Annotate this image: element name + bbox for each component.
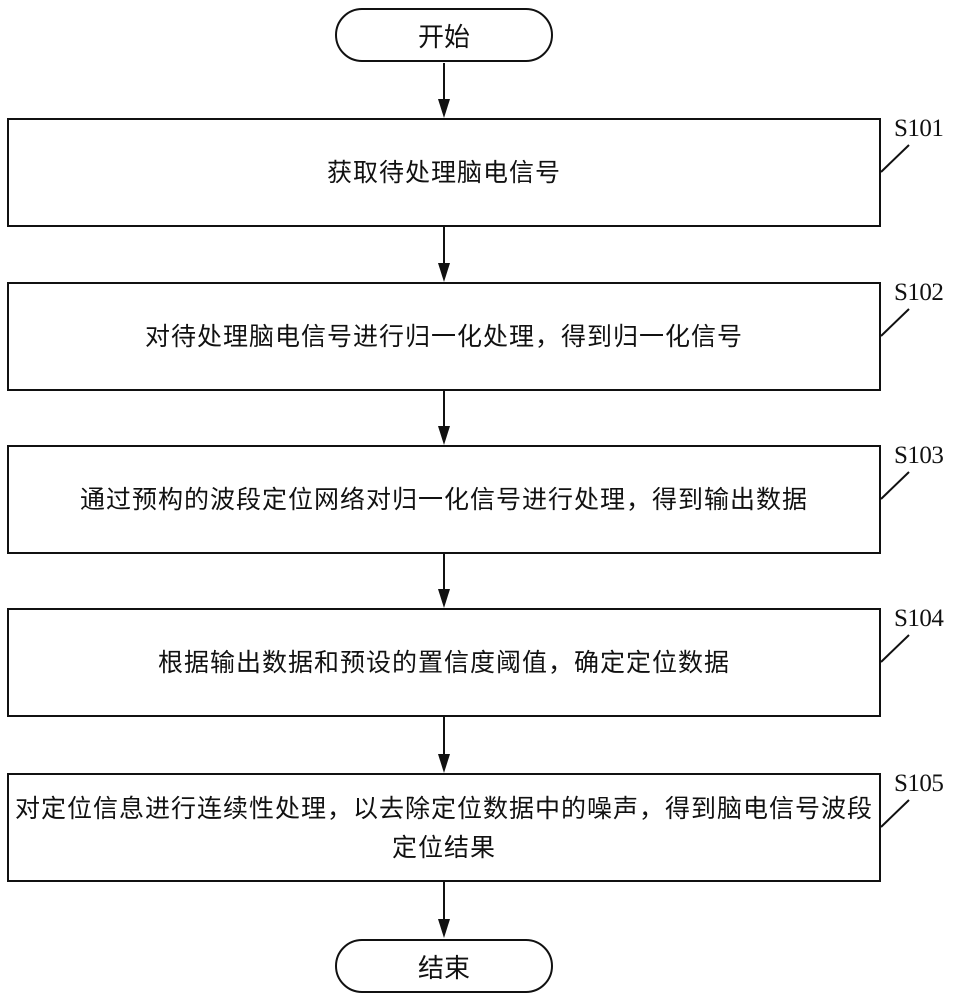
step-text: 对定位信息进行连续性处理，以去除定位数据中的噪声，得到脑电信号波段定位结果 [14,793,873,862]
leader-line-s104 [880,634,910,663]
arrowhead-icon [438,99,450,118]
step-box-s105: 对定位信息进行连续性处理，以去除定位数据中的噪声，得到脑电信号波段定位结果 [7,773,881,882]
end-terminal: 结束 [335,939,553,993]
arrow-s104-to-s105 [438,717,450,773]
step-text: 获取待处理脑电信号 [326,158,561,187]
arrowhead-icon [438,426,450,445]
arrowhead-icon [438,919,450,938]
start-label: 开始 [417,22,470,53]
leader-line-s105 [880,799,910,828]
step-text: 对待处理脑电信号进行归一化处理，得到归一化信号 [144,322,743,351]
arrowhead-icon [438,263,450,282]
step-box-s101: 获取待处理脑电信号 [7,118,881,227]
arrow-s105-to-end [438,882,450,938]
start-terminal: 开始 [335,8,553,62]
end-label: 结束 [417,953,470,984]
arrow-s103-to-s104 [438,554,450,608]
step-box-s103: 通过预构的波段定位网络对归一化信号进行处理，得到输出数据 [7,445,881,554]
step-box-s102: 对待处理脑电信号进行归一化处理，得到归一化信号 [7,282,881,391]
step-label-s102: S102 [894,279,944,306]
step-text: 通过预构的波段定位网络对归一化信号进行处理，得到输出数据 [79,485,808,514]
arrowhead-icon [438,589,450,608]
step-label-s103: S103 [894,442,944,469]
leader-line-s103 [880,471,910,500]
leader-line-s102 [880,308,910,337]
arrowhead-icon [438,754,450,773]
step-label-s104: S104 [894,605,944,632]
arrow-start-to-s101 [438,63,450,118]
step-box-s104: 根据输出数据和预设的置信度阈值，确定定位数据 [7,608,881,717]
arrow-s102-to-s103 [438,391,450,445]
step-label-s101: S101 [894,115,944,142]
arrow-s101-to-s102 [438,227,450,282]
step-label-s105: S105 [894,770,944,797]
step-text: 根据输出数据和预设的置信度阈值，确定定位数据 [157,648,730,677]
leader-line-s101 [880,144,910,173]
